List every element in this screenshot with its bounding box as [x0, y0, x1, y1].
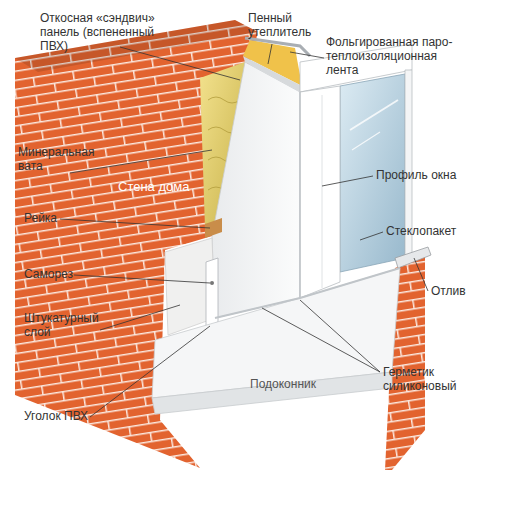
leader-line: [74, 275, 210, 283]
profile-bevel: [322, 95, 323, 288]
leader-line: [262, 308, 380, 372]
callout-label: Саморез: [24, 268, 94, 282]
leader-line: [290, 52, 324, 58]
callout-label: Штукатурный слой: [24, 312, 114, 340]
leader-line: [360, 232, 383, 240]
leader-line: [90, 326, 210, 417]
callout-label: Отлив: [431, 285, 491, 299]
leader-line: [268, 44, 272, 64]
slope-panel-edge: [243, 56, 302, 92]
silicone-seal: [299, 92, 301, 298]
glass-reflection: [350, 100, 398, 130]
callout-label: Уголок ПВХ: [24, 410, 114, 424]
callout-label: Герметик силиконовый: [383, 366, 483, 394]
screw: [210, 281, 214, 285]
callout-label: Профиль окна: [376, 169, 486, 183]
leader-line: [414, 258, 428, 291]
leader-line: [300, 300, 380, 372]
window-profile: [300, 86, 340, 298]
callout-label: Стеклопакет: [386, 225, 496, 239]
glass-reflection: [352, 132, 380, 150]
sill-label: Подоконник: [250, 378, 350, 392]
slope-panel: [212, 62, 300, 318]
callout-label: Пенный утеплитель: [248, 12, 323, 40]
drip-sill: [395, 247, 431, 268]
foil-tape: [245, 38, 310, 56]
leader-line: [322, 176, 373, 186]
wall-label: Стена дома: [118, 180, 208, 195]
silicone-seal: [215, 268, 400, 318]
window-sill-front: [152, 372, 392, 414]
leader-line: [120, 47, 240, 80]
leader-line: [100, 305, 180, 330]
callout-label: Откосная «сэндвич» панель (вспененный ПВ…: [40, 12, 170, 53]
callout-label: Минеральная вата: [18, 146, 108, 174]
callout-label: Рейка: [24, 212, 84, 226]
callout-label: Фольгированная паро- теплоизоляционная л…: [326, 36, 468, 77]
leader-line: [60, 219, 210, 228]
